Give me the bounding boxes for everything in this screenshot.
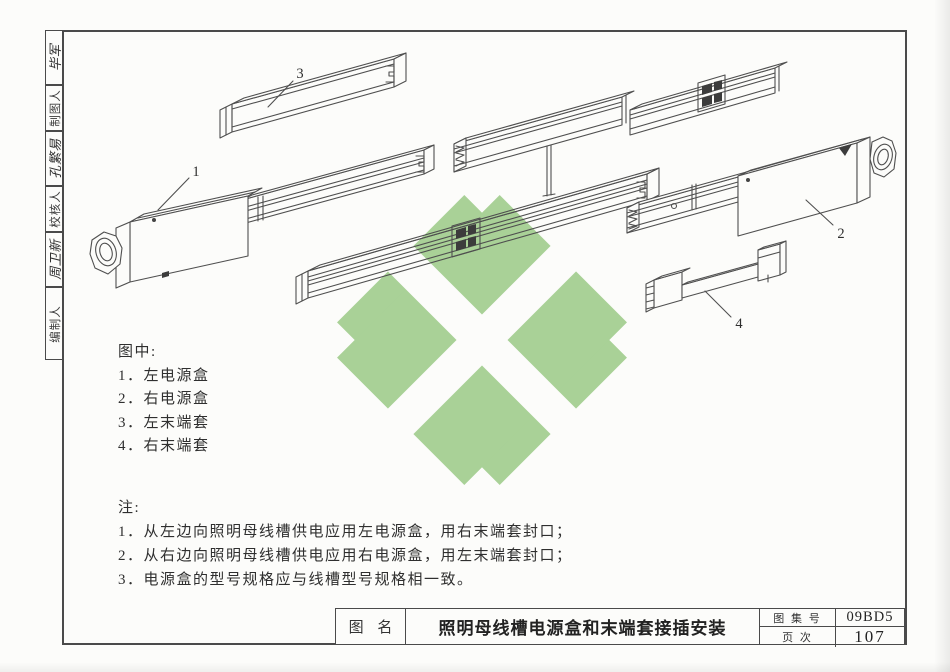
drawing-name-label: 图 名	[336, 609, 406, 644]
page-number-value: 107	[854, 627, 886, 646]
legend-item: 1．左电源盒	[118, 367, 210, 384]
legend-item: 2．右电源盒	[118, 391, 210, 407]
exploded-diagram: 1 2 3 4	[62, 30, 907, 485]
busway-duct-middle	[454, 91, 634, 196]
page-number-label: 页 次	[760, 627, 836, 647]
notes-block: 注: 1．从左边向照明母线槽供电应用左电源盒，用右末端套封口； 2．从右边向照明…	[118, 496, 573, 592]
callout-1: 1	[192, 164, 199, 180]
legend-block: 图中: 1．左电源盒 2．右电源盒 3．左末端套 4．右末端套	[118, 341, 210, 459]
busway-duct-left	[242, 145, 434, 224]
compiler-label: 编制人	[49, 304, 62, 343]
busway-duct-right	[627, 171, 750, 233]
title-block-right: 图 集 号 09BD5 页 次 107	[759, 609, 904, 647]
atlas-number-label: 图 集 号	[760, 609, 836, 626]
legend-title: 图中:	[118, 344, 157, 360]
callout-4: 4	[735, 316, 743, 332]
checker-label: 校核人	[49, 190, 62, 228]
scan-edge-shadow-right	[934, 0, 950, 672]
callout-3: 3	[296, 66, 303, 82]
notes-title: 注:	[118, 500, 141, 516]
left-end-cap	[220, 53, 406, 138]
legend-item: 4．右末端套	[118, 438, 210, 454]
right-end-cap	[646, 241, 786, 312]
note-item: 3．电源盒的型号规格应与线槽型号规格相一致。	[118, 572, 474, 588]
part-callouts: 1 2 3 4	[158, 66, 845, 332]
callout-2: 2	[837, 226, 844, 242]
title-block: 图 名 照明母线槽电源盒和末端套接插安装 图 集 号 09BD5 页 次 107	[335, 608, 905, 647]
drafter-label: 制图人	[49, 89, 62, 127]
note-item: 1．从左边向照明母线槽供电应用左电源盒，用右末端套封口；	[118, 524, 573, 540]
busway-duct-upper-right	[630, 62, 787, 135]
drawing-title: 照明母线槽电源盒和末端套接插安装	[438, 619, 727, 638]
watermark-logo	[337, 195, 627, 485]
legend-item: 3．左末端套	[118, 414, 210, 431]
left-power-box	[90, 188, 262, 288]
busway-duct-front	[296, 168, 659, 304]
atlas-number-value: 09BD5	[846, 609, 894, 625]
scan-edge-shadow-bottom	[0, 662, 950, 672]
note-item: 2．从右边向照明母线槽供电应用右电源盒，用左末端套封口；	[118, 548, 573, 564]
right-power-box	[738, 137, 896, 236]
